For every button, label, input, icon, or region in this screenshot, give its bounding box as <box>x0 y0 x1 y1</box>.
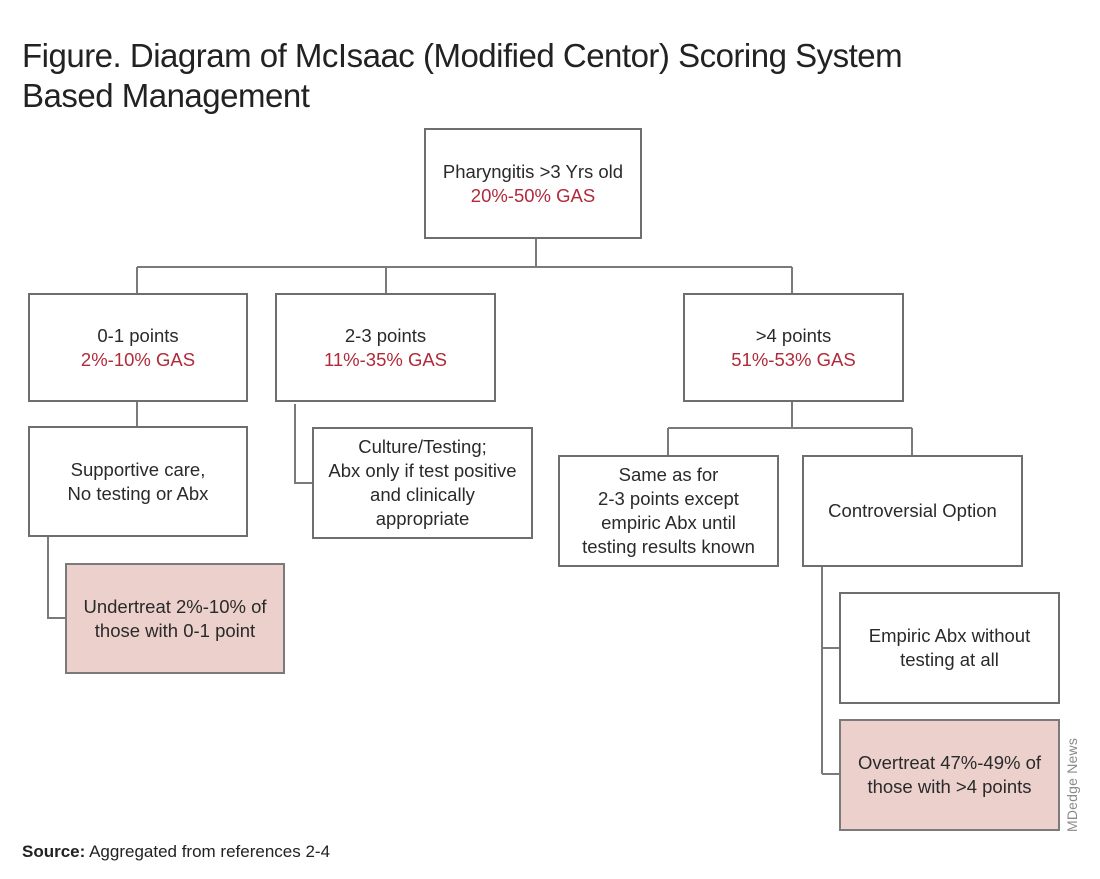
node-root: Pharyngitis >3 Yrs old 20%-50% GAS <box>424 128 642 239</box>
node-controversial-option-text: Controversial Option <box>828 500 997 521</box>
node-same-as: Same as for 2-3 points except empiric Ab… <box>558 455 779 567</box>
node-score-4-label: >4 points <box>755 324 832 346</box>
node-score-0-1: 0-1 points 2%-10% GAS <box>28 293 248 402</box>
node-undertreat: Undertreat 2%-10% of those with 0-1 poin… <box>65 563 285 674</box>
source-text: Aggregated from references 2-4 <box>85 842 331 861</box>
connector-supportive-to-undertreat <box>47 536 66 619</box>
source-note: Source: Aggregated from references 2-4 <box>22 842 330 862</box>
node-score-4-percent: 51%-53% GAS <box>731 348 856 370</box>
node-overtreat: Overtreat 47%-49% of those with >4 point… <box>839 719 1060 831</box>
node-empiric-abx-text: Empiric Abx without testing at all <box>868 625 1031 670</box>
node-culture-testing: Culture/Testing; Abx only if test positi… <box>312 427 533 539</box>
node-root-label: Pharyngitis >3 Yrs old <box>442 160 624 182</box>
node-culture-testing-text: Culture/Testing; Abx only if test positi… <box>328 436 517 529</box>
node-score-2-3-label: 2-3 points <box>344 324 427 346</box>
connector-2-3-to-culture <box>294 404 313 484</box>
node-score-2-3: 2-3 points 11%-35% GAS <box>275 293 496 402</box>
node-score-0-1-percent: 2%-10% GAS <box>80 348 196 370</box>
figure-title-line-1: Figure. Diagram of McIsaac (Modified Cen… <box>22 37 903 74</box>
node-score-2-3-percent: 11%-35% GAS <box>323 348 448 370</box>
source-label: Source: <box>22 842 86 861</box>
publisher-credit: MDedge News <box>1064 737 1080 832</box>
figure-title: Figure. Diagram of McIsaac (Modified Cen… <box>22 36 1022 116</box>
node-overtreat-text: Overtreat 47%-49% of those with >4 point… <box>857 752 1042 797</box>
figure-title-line-2: Based Management <box>22 77 310 114</box>
node-score-0-1-label: 0-1 points <box>97 324 179 346</box>
node-root-percent: 20%-50% GAS <box>470 184 596 206</box>
node-controversial-option: Controversial Option <box>802 455 1023 567</box>
node-undertreat-text: Undertreat 2%-10% of those with 0-1 poin… <box>83 595 267 641</box>
node-same-as-text: Same as for 2-3 points except empiric Ab… <box>582 464 755 557</box>
node-supportive-care-text: Supportive care, No testing or Abx <box>67 458 209 504</box>
node-empiric-abx: Empiric Abx without testing at all <box>839 592 1060 704</box>
node-supportive-care: Supportive care, No testing or Abx <box>28 426 248 537</box>
node-score-4: >4 points 51%-53% GAS <box>683 293 904 402</box>
